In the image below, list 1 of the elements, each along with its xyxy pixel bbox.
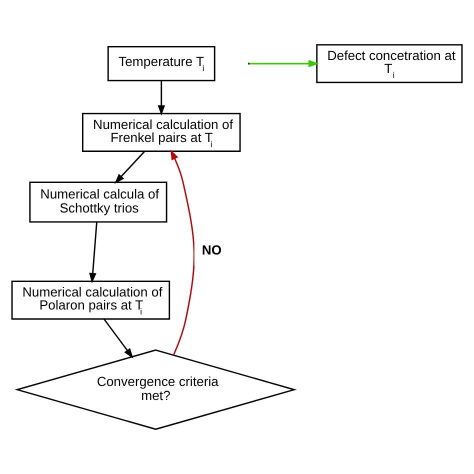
edge-label: NO <box>202 242 222 258</box>
